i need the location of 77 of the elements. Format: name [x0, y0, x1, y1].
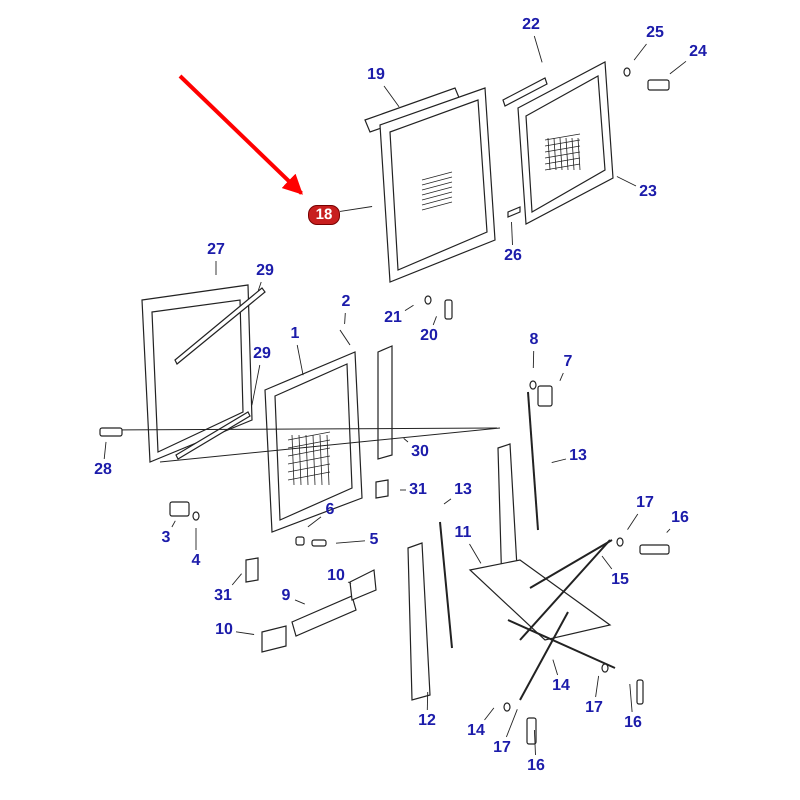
callout-number: 31 — [213, 587, 233, 605]
leader-line — [666, 528, 670, 534]
callout-number: 19 — [366, 66, 386, 84]
leader-line — [511, 222, 513, 246]
leader-line — [232, 573, 242, 586]
callout-number: 17 — [584, 699, 604, 717]
leader-line — [559, 372, 564, 382]
leader-line — [629, 684, 633, 712]
leader-line — [534, 730, 536, 756]
callout-number: 25 — [645, 24, 665, 42]
callout-number: 8 — [527, 331, 541, 349]
callout-number: 30 — [410, 443, 430, 461]
leader-line — [669, 60, 686, 74]
callout-number: 16 — [526, 757, 546, 775]
callout-number: 26 — [503, 247, 523, 265]
leader-line — [444, 498, 452, 504]
callout-number: 13 — [568, 447, 588, 465]
callout-number: 23 — [638, 183, 658, 201]
leader-line — [484, 707, 494, 720]
leader-line — [552, 659, 558, 676]
leader-line — [236, 631, 255, 635]
leader-line — [616, 176, 636, 186]
leader-line — [506, 708, 518, 738]
callout-number: 16 — [670, 509, 690, 527]
leader-line — [627, 514, 638, 530]
callout-number: 17 — [492, 739, 512, 757]
leader-line — [340, 206, 373, 212]
leader-line — [294, 599, 306, 605]
callout-number: 14 — [551, 677, 571, 695]
callout-badge: 18 — [308, 205, 340, 225]
callout-number: 11 — [453, 524, 473, 542]
callout-number: 22 — [521, 16, 541, 34]
leader-line — [384, 86, 400, 108]
leader-line — [426, 692, 428, 710]
callout-number: 10 — [214, 621, 234, 639]
callout-number: 21 — [383, 309, 403, 327]
callout-number: 29 — [255, 262, 275, 280]
leader-line — [602, 556, 612, 570]
callout-number: 24 — [688, 43, 708, 61]
leader-line — [296, 344, 304, 376]
leader-line — [258, 282, 262, 291]
callout-number: 13 — [453, 481, 473, 499]
leader-line — [532, 350, 534, 368]
callout-number: 5 — [367, 531, 381, 549]
callout-number: 10 — [326, 567, 346, 585]
callout-number: 12 — [417, 712, 437, 730]
arrow — [178, 74, 303, 195]
callout-number: 14 — [466, 722, 486, 740]
leader-line — [104, 441, 106, 460]
callout-number: 17 — [635, 494, 655, 512]
callout-number: 4 — [189, 552, 203, 570]
leader-line — [336, 540, 366, 544]
leader-line — [432, 316, 437, 326]
leader-line — [404, 304, 414, 312]
callout-number: 29 — [252, 345, 272, 363]
callout-number: 9 — [279, 587, 293, 605]
callout-number: 1 — [288, 325, 302, 343]
leader-line — [469, 544, 482, 564]
leader-line — [171, 520, 176, 528]
leader-line — [595, 675, 600, 698]
callout-number: 27 — [206, 241, 226, 259]
callout-number: 3 — [159, 529, 173, 547]
leader-line — [307, 516, 322, 528]
leader-line — [634, 44, 647, 61]
leader-line — [348, 582, 352, 584]
leader-line — [251, 364, 260, 406]
callout-number: 16 — [623, 714, 643, 732]
leader-line — [403, 438, 408, 442]
leader-line — [344, 312, 346, 324]
callout-number: 20 — [419, 327, 439, 345]
callout-number: 28 — [93, 461, 113, 479]
leader-line — [534, 36, 543, 63]
callout-number: 7 — [561, 353, 575, 371]
leader-line — [551, 458, 566, 464]
callout-number: 2 — [339, 293, 353, 311]
callout-number: 15 — [610, 571, 630, 589]
callout-number: 31 — [408, 481, 428, 499]
